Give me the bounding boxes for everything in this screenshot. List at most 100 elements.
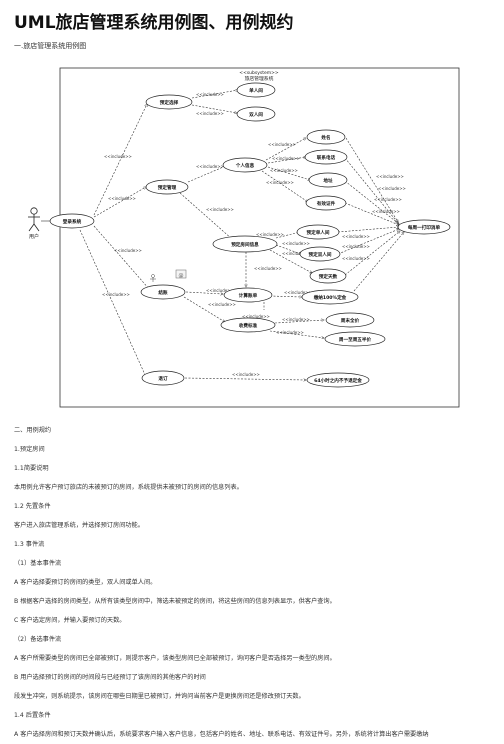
- include-label: <<include>>: [256, 232, 284, 237]
- include-label: <<include>>: [242, 314, 270, 319]
- include-label: <<include>>: [376, 174, 404, 179]
- include-label: <<include>>: [342, 234, 370, 239]
- usecase-single-label: 单人间: [249, 87, 263, 94]
- usecase-room-double-label: 预定双人间: [309, 251, 332, 258]
- include-label: <<include>>: [206, 207, 234, 212]
- text-line: 1.1简要说明: [14, 465, 49, 472]
- spec-text: 二、用例规约 1.预定房间 1.1简要说明 本用例允许客户预订旅店的未被预订的房…: [14, 421, 498, 744]
- usecase-cancel: [141, 370, 185, 386]
- text-line: B 根据客户选择的房间类型，从所有该类型房间中，筛选未被预定的房间，将这些房间的…: [14, 598, 336, 605]
- usecase-address: [308, 172, 348, 188]
- usecase-single: [236, 82, 276, 98]
- usecase-choose-room-label: 预定选择: [160, 99, 179, 106]
- usecase-phone-label: 联系电话: [317, 154, 336, 161]
- usecase-checkout-label: 结账: [158, 289, 168, 296]
- usecase-room-info-label: 预定房间信息: [231, 241, 259, 248]
- include-label: <<include>>: [266, 180, 294, 185]
- usecase-phone: [304, 149, 348, 165]
- usecase-booking-label: 预定管理: [158, 184, 177, 191]
- text-line: 段发生冲突，则系统提示，该房间在哪些日期里已被预订，并询问当前客户是更换房间还是…: [14, 693, 305, 700]
- usecase-room-info: [212, 235, 278, 253]
- usecase-room-single-label: 预定单人间: [307, 229, 330, 236]
- usecase-deposit: [301, 289, 359, 305]
- actor-icon-small: [150, 274, 156, 282]
- usecase-room-single: [296, 224, 340, 240]
- text-line: A 客户选择要预订的房间的类型，双人间或单人间。: [14, 579, 157, 586]
- usecase-id-label: 有效证件: [317, 200, 336, 207]
- text-line: （2）备选事件流: [14, 636, 62, 643]
- usecase-refund: [306, 372, 370, 388]
- include-label: <<include>>: [208, 302, 236, 307]
- usecase-deposit-label: 缴纳100%定金: [314, 294, 347, 301]
- usecase-weekend-full: [325, 312, 375, 328]
- usecase-weekend-full-label: 周末全价: [341, 317, 360, 324]
- usecase-booking: [145, 179, 189, 195]
- usecase-choose-room: [145, 94, 193, 110]
- include-label: <<include>>: [372, 209, 400, 214]
- text-line: 1.预定房间: [14, 446, 45, 453]
- include-label: <<include>>: [102, 292, 130, 297]
- usecase-personal: [222, 157, 268, 173]
- usecase-week-print-label: 每周一打印消单: [408, 224, 441, 231]
- text-line: 1.2 先置条件: [14, 503, 51, 510]
- text-line: A 客户所需要类型的房间已全部被预订，则提示客户，该类型房间已全部被预订，询问客…: [14, 655, 336, 662]
- usecase-diagram: <<subsystem>> 旅店管理系统 用户: [28, 67, 460, 408]
- include-label: <<include>>: [272, 156, 300, 161]
- include-label: <<include>>: [114, 248, 142, 253]
- text-line: 客户进入旅店管理系统，并选择预订房间功能。: [14, 522, 144, 529]
- usecase-weekday-discount: [324, 331, 386, 347]
- system-stereotype: <<subsystem>>: [239, 70, 279, 76]
- include-label: <<include>>: [342, 244, 370, 249]
- usecase-days: [309, 268, 347, 284]
- usecase-cancel-label: 退订: [158, 375, 168, 382]
- system-name: 旅店管理系统: [245, 75, 274, 82]
- usecase-id: [305, 195, 347, 211]
- usecase-discount-label: 收费标准: [239, 322, 258, 329]
- connectors: [41, 90, 404, 380]
- include-label: <<include>>: [282, 241, 310, 246]
- include-label: <<include>>: [284, 290, 312, 295]
- usecase-week-print: [397, 219, 451, 235]
- text-line: C 客户选定房间，并输入要预订的天数。: [14, 617, 126, 624]
- include-label: <<include>>: [196, 92, 224, 97]
- page-title: UML旅店管理系统用例图、用例规约: [14, 13, 294, 33]
- include-label: <<include>>: [104, 154, 132, 159]
- usecase-weekday-discount-label: 周一至周五半价: [339, 336, 372, 343]
- include-labels: <<include>> <<include>> <<include>> <<in…: [102, 92, 406, 377]
- text-line: A 客户选择房间和预订天数并确认后，系统要求客户输入客户信息，包括客户的姓名、地…: [14, 731, 429, 738]
- include-label: <<include>>: [268, 142, 296, 147]
- usecase-name: [306, 129, 346, 145]
- text-line: 二、用例规约: [14, 427, 52, 434]
- text-line: B 用户选择预订的房间的时间段与已经预订了该房间的其他客户的时间: [14, 674, 206, 681]
- include-label: <<include>>: [254, 266, 282, 271]
- usecase-refund-label: 64小时之内不予退定金: [314, 377, 362, 384]
- text-line: 1.4 后置条件: [14, 712, 51, 719]
- section-heading-usecase: 一.旅店管理系统用例图: [14, 42, 87, 50]
- actor-user: [28, 207, 40, 232]
- text-line: 本用例允许客户预订旅店的未被预订的房间，系统提供未被预订的房间的信息列表。: [14, 484, 243, 491]
- include-label: <<include>>: [282, 251, 310, 256]
- usecase-bill-label: 计算账单: [239, 292, 258, 299]
- usecase-login: [49, 213, 95, 229]
- note-icon: [175, 269, 187, 279]
- usecase-discount: [220, 317, 276, 333]
- include-label: <<include>>: [342, 256, 370, 261]
- include-label: <<include>>: [196, 164, 224, 169]
- include-label: <<include>>: [374, 197, 402, 202]
- include-label: <<include>>: [232, 372, 260, 377]
- usecase-double-label: 双人间: [249, 111, 263, 118]
- include-label: <<include>>: [270, 168, 298, 173]
- include-label: <<include>>: [196, 111, 224, 116]
- at-icon: @: [179, 273, 184, 279]
- usecase-checkout: [140, 284, 186, 300]
- text-line: （1）基本事件流: [14, 560, 62, 567]
- usecase-name-label: 姓名: [320, 134, 330, 141]
- usecase-room-double: [299, 246, 341, 262]
- usecase-login-label: 登录系统: [62, 218, 82, 225]
- include-label: <<include>>: [378, 186, 406, 191]
- usecase-bill: [223, 287, 273, 303]
- usecase-personal-label: 个人信息: [235, 162, 255, 169]
- actor-label: 用户: [29, 233, 39, 240]
- usecase-double: [236, 106, 276, 122]
- include-label: <<include>>: [276, 330, 304, 335]
